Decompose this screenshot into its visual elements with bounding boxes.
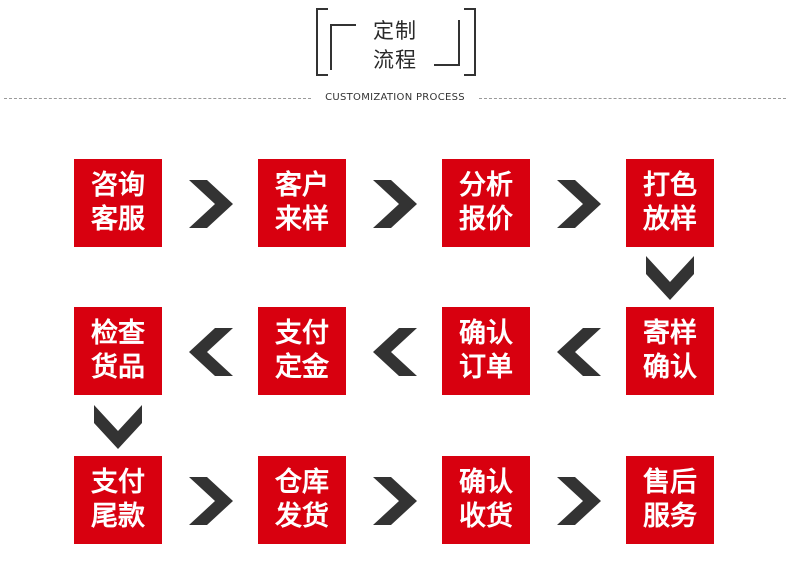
step-label: 放样 — [643, 204, 697, 235]
title-bracket-right — [464, 8, 476, 76]
chevron-down-icon — [646, 256, 694, 300]
divider-left — [4, 98, 311, 99]
step-color-sampling: 打色 放样 — [626, 159, 714, 247]
chevron-right-icon — [189, 477, 233, 525]
step-inspection: 检查 货品 — [74, 307, 162, 395]
chevron-down-icon — [94, 405, 142, 449]
step-receipt-confirm: 确认 收货 — [442, 456, 530, 544]
step-label: 确认 — [459, 467, 513, 498]
chevron-left-icon — [557, 328, 601, 376]
chevron-right-icon — [373, 477, 417, 525]
step-label: 收货 — [459, 501, 513, 532]
step-label: 货品 — [91, 352, 145, 383]
step-label: 报价 — [459, 204, 513, 235]
page-title: 定制 流程 — [336, 17, 454, 75]
step-label: 打色 — [643, 170, 697, 201]
page-title-line1: 定制 — [373, 19, 417, 43]
step-label: 尾款 — [91, 501, 145, 532]
step-label: 来样 — [275, 204, 329, 235]
step-label: 咨询 — [91, 170, 145, 201]
chevron-right-icon — [557, 477, 601, 525]
step-label: 支付 — [91, 467, 145, 498]
step-final-payment: 支付 尾款 — [74, 456, 162, 544]
chevron-left-icon — [373, 328, 417, 376]
chevron-right-icon — [557, 180, 601, 228]
step-label: 订单 — [459, 352, 513, 383]
step-label: 检查 — [91, 318, 145, 349]
step-label: 服务 — [643, 501, 697, 532]
step-consult: 咨询 客服 — [74, 159, 162, 247]
step-label: 客服 — [91, 204, 145, 235]
step-sample-confirm: 寄样 确认 — [626, 307, 714, 395]
step-label: 确认 — [459, 318, 513, 349]
step-label: 发货 — [275, 501, 329, 532]
step-label: 仓库 — [275, 467, 329, 498]
chevron-right-icon — [189, 180, 233, 228]
step-sample-received: 客户 来样 — [258, 159, 346, 247]
step-label: 分析 — [459, 170, 513, 201]
page-subtitle: CUSTOMIZATION PROCESS — [325, 92, 465, 103]
step-shipping: 仓库 发货 — [258, 456, 346, 544]
chevron-right-icon — [373, 180, 417, 228]
chevron-left-icon — [189, 328, 233, 376]
title-inner-corner-left — [330, 24, 356, 70]
page-title-line2: 流程 — [373, 48, 417, 72]
step-label: 支付 — [275, 318, 329, 349]
step-after-sales: 售后 服务 — [626, 456, 714, 544]
step-deposit: 支付 定金 — [258, 307, 346, 395]
step-label: 确认 — [643, 352, 697, 383]
step-quotation: 分析 报价 — [442, 159, 530, 247]
step-label: 客户 — [275, 170, 329, 201]
title-bracket-left — [316, 8, 328, 76]
title-inner-corner-right — [434, 20, 460, 66]
divider-right — [479, 98, 786, 99]
step-label: 售后 — [643, 467, 697, 498]
step-order-confirm: 确认 订单 — [442, 307, 530, 395]
step-label: 寄样 — [643, 318, 697, 349]
step-label: 定金 — [275, 352, 329, 383]
